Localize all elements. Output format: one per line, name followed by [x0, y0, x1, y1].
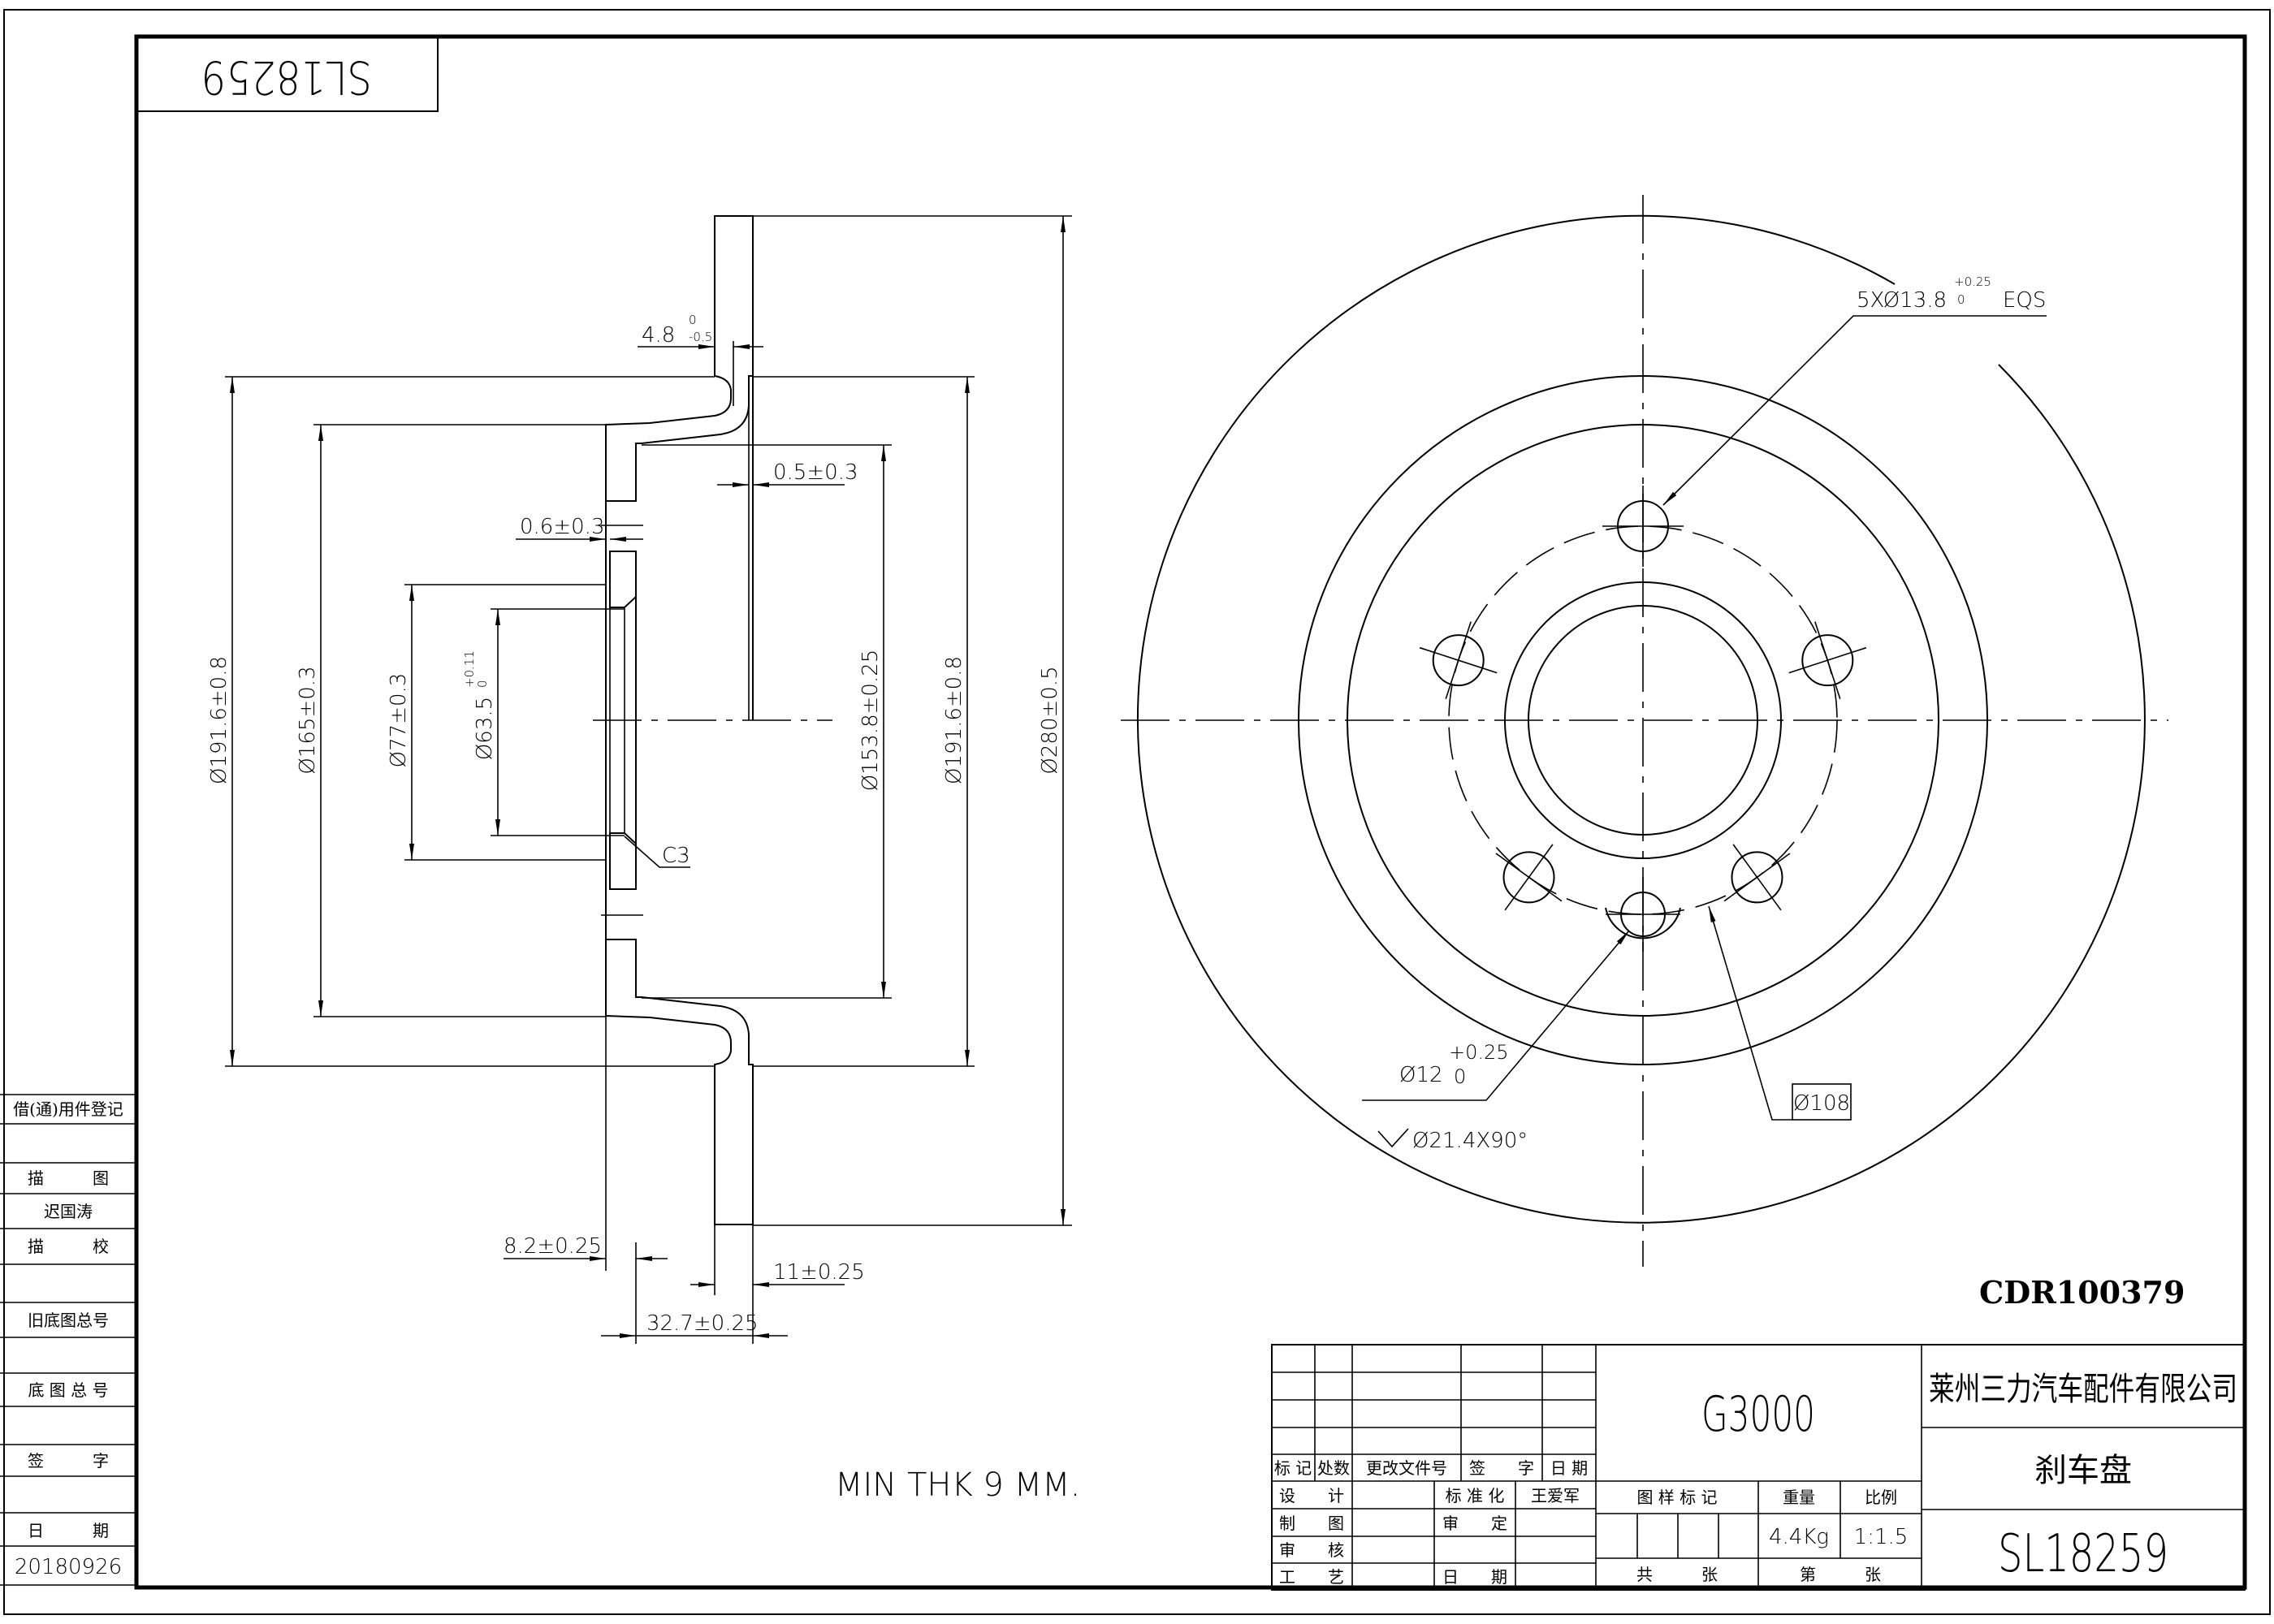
approval-review-label: 审 核	[1279, 1540, 1344, 1560]
outer-border	[3, 9, 2271, 1615]
countersink-spec: Ø21.4X90°	[1412, 1129, 1528, 1153]
scale-value: 1:1.5	[1854, 1525, 1909, 1549]
section-lower-half	[601, 720, 754, 1225]
approval-date-label: 日 期	[1442, 1567, 1507, 1587]
bolt-hole	[1788, 621, 1867, 699]
approval-process-label: 工 艺	[1279, 1567, 1344, 1587]
part-number: SL18259	[1998, 1524, 2168, 1584]
bolt-hole	[1602, 486, 1684, 567]
strip-old-drawing-no: 旧底图总号	[28, 1311, 109, 1330]
drawing-frame	[134, 34, 2247, 1590]
approval-final-review-label: 审 定	[1442, 1514, 1507, 1533]
bolt-hole	[1495, 844, 1563, 911]
upside-down-part-number-box: SL18259	[136, 36, 439, 112]
dim-d280: Ø280±0.5	[1038, 666, 1062, 774]
dim-neck-upper: 0	[689, 313, 697, 327]
approval-design-label: 设 计	[1279, 1486, 1344, 1505]
bolt-hole	[1723, 844, 1791, 911]
bolt-hole	[1419, 621, 1498, 699]
weight-label: 重量	[1783, 1488, 1815, 1507]
rev-header-count: 处数	[1317, 1458, 1350, 1478]
side-section-view: Ø191.6±0.8 Ø165±0.3 Ø77±0.3 Ø63.5 +0.11 …	[207, 215, 1072, 1344]
dim-chamfer: C3	[662, 844, 690, 868]
dim-d191-left: Ø191.6±0.8	[207, 656, 231, 784]
approval-standardization-name: 王爱军	[1531, 1486, 1580, 1505]
part-name: 刹车盘	[2034, 1452, 2132, 1489]
section-upper-half	[601, 215, 754, 720]
dim-d63-5-lower: 0	[475, 680, 490, 688]
strip-borrow-register: 借(通)用件登记	[13, 1099, 123, 1119]
locating-hole-spec-upper: +0.25	[1449, 1041, 1509, 1064]
dim-d63-5-base: Ø63.5	[473, 697, 497, 760]
sample-mark-label: 图 样 标 记	[1636, 1488, 1717, 1507]
left-register-strip: 借(通)用件登记 描 图 迟国涛 描 校 旧底图总号 底 图 总 号 签 字 日…	[0, 1094, 136, 1586]
hub-circle	[1504, 581, 1782, 859]
rev-header-change-doc: 更改文件号	[1366, 1458, 1447, 1478]
title-block: 标 记 处数 更改文件号 签 字 日 期 设 计 标 准 化 王爱军 制 图 审…	[1271, 1344, 2246, 1591]
locating-hole	[1605, 877, 1681, 952]
dim-overall-height: 32.7±0.25	[646, 1311, 759, 1336]
bolt-holes-spec-base: 5XØ13.8	[1857, 288, 1947, 313]
dim-d63-5-upper: +0.11	[462, 650, 477, 688]
dim-ring-thickness: 11±0.25	[773, 1260, 865, 1285]
dim-d191-right: Ø191.6±0.8	[942, 656, 966, 784]
dim-neck-lower: -0.5	[689, 330, 712, 344]
locating-hole-spec-base: Ø12	[1399, 1063, 1443, 1087]
friction-inner-circle	[1298, 375, 1988, 1065]
approval-drafting-label: 制 图	[1279, 1514, 1344, 1533]
strip-date-value: 20180926	[15, 1555, 122, 1579]
dim-offset-0-5: 0.5±0.3	[773, 460, 858, 485]
strip-drawing-no: 底 图 总 号	[28, 1380, 108, 1400]
strip-signature: 签 字	[28, 1451, 109, 1471]
strip-check-label: 描 校	[28, 1237, 109, 1256]
bolt-holes-spec-lower: 0	[1957, 292, 1965, 307]
strip-trace-name: 迟国涛	[44, 1202, 93, 1221]
material-grade: G3000	[1701, 1386, 1815, 1443]
locating-hole-spec-lower: 0	[1454, 1065, 1466, 1088]
dim-d153-8: Ø153.8±0.25	[858, 650, 883, 792]
approval-standardization-label: 标 准 化	[1446, 1486, 1505, 1505]
rev-header-date: 日 期	[1550, 1458, 1588, 1478]
reference-code: CDR100379	[1979, 1274, 2185, 1311]
bolt-holes-spec-suffix: EQS	[2003, 288, 2046, 313]
bolt-holes-spec-upper: +0.25	[1954, 274, 1991, 289]
strip-date-label: 日 期	[28, 1521, 109, 1540]
dim-d77: Ø77±0.3	[387, 673, 411, 768]
rev-header-mark: 标 记	[1274, 1458, 1312, 1478]
strip-trace-label: 描 图	[28, 1168, 109, 1188]
dim-d165: Ø165±0.3	[296, 666, 320, 774]
total-sheets-label: 共 张	[1636, 1565, 1718, 1584]
min-thickness-note: MIN THK 9 MM.	[835, 1466, 1080, 1504]
dim-offset-0-6: 0.6±0.3	[520, 515, 604, 539]
weight-value: 4.4Kg	[1769, 1525, 1829, 1549]
dim-neck-base: 4.8	[642, 323, 675, 348]
rev-header-signature: 签 字	[1469, 1458, 1534, 1478]
pcd-basic-dimension: Ø108	[1793, 1091, 1850, 1116]
hat-circle	[1347, 424, 1939, 1017]
bolt-circle	[1448, 525, 1838, 915]
upside-down-part-number: SL18259	[201, 50, 372, 103]
company-name: 莱州三力汽车配件有限公司	[1929, 1371, 2237, 1408]
dim-hat-thickness: 8.2±0.25	[504, 1234, 602, 1259]
front-view: 5XØ13.8 +0.25 0 EQS Ø12 +0.25 0 Ø21.4X90…	[1121, 195, 2168, 1267]
bolt-holes	[1419, 486, 1867, 911]
sheet-number-label: 第 张	[1800, 1565, 1881, 1584]
scale-label: 比例	[1865, 1488, 1897, 1507]
dim-d63-5: Ø63.5 +0.11 0	[462, 650, 497, 760]
center-bore-circle	[1528, 605, 1758, 836]
outer-diameter-circle	[1136, 214, 2146, 1224]
